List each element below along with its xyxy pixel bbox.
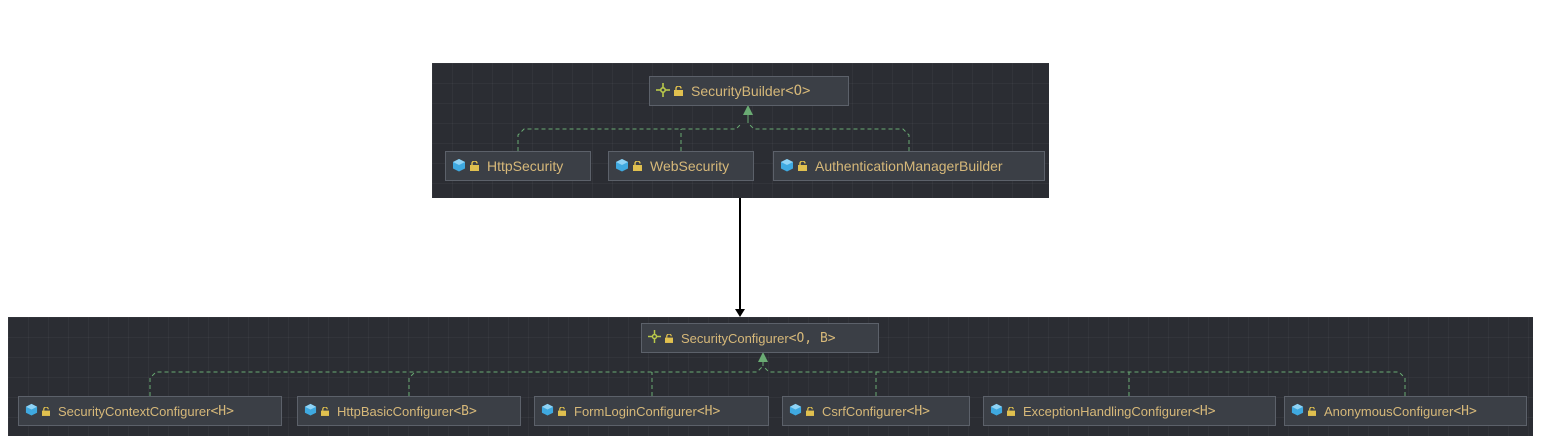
node-label: CsrfConfigurer [822, 403, 907, 419]
http-security-node[interactable]: HttpSecurity [445, 151, 591, 181]
class-icon [452, 158, 466, 175]
lock-icon [558, 404, 566, 419]
lock-icon [674, 83, 683, 99]
node-generic: <H> [906, 403, 931, 419]
node-generic: <H> [696, 403, 721, 419]
exception-handling-configurer-node[interactable]: ExceptionHandlingConfigurer<H> [983, 396, 1276, 426]
class-icon [304, 403, 317, 419]
lock-icon [1308, 404, 1316, 419]
node-generic: <H> [1453, 403, 1477, 419]
form-login-configurer-node[interactable]: FormLoginConfigurer<H> [534, 396, 769, 426]
node-label: HttpBasicConfigurer [337, 403, 454, 419]
node-generic: <H> [1192, 403, 1216, 419]
class-icon [990, 403, 1003, 419]
security-builder-diagram: SecurityBuilder<O> HttpSecurity WebSecur… [432, 63, 1049, 198]
csrf-configurer-node[interactable]: CsrfConfigurer<H> [782, 396, 970, 426]
node-label: AuthenticationManagerBuilder [815, 158, 1003, 174]
lock-icon [1007, 404, 1015, 419]
node-label: FormLoginConfigurer [574, 403, 697, 419]
node-label: HttpSecurity [487, 158, 564, 174]
lock-icon [806, 404, 814, 419]
node-generic: <B> [453, 403, 477, 419]
security-configurer-diagram: SecurityConfigurer<O, B> SecurityContext… [8, 317, 1533, 436]
node-label: SecurityBuilder [691, 83, 786, 99]
web-security-node[interactable]: WebSecurity [608, 151, 754, 181]
node-generic: <H> [210, 403, 234, 419]
node-label: SecurityContextConfigurer [58, 403, 211, 419]
node-label: ExceptionHandlingConfigurer [1023, 403, 1193, 419]
class-icon [780, 158, 794, 175]
interface-icon [648, 330, 661, 346]
node-label: WebSecurity [650, 158, 730, 174]
inheritance-edges [149, 352, 1406, 396]
node-label: SecurityConfigurer [681, 330, 789, 346]
lock-icon [470, 158, 479, 174]
class-icon [615, 158, 629, 175]
lock-icon [633, 158, 642, 174]
lock-icon [665, 331, 673, 346]
class-icon [789, 403, 802, 419]
node-generic: <O, B> [788, 330, 836, 346]
class-icon [25, 403, 38, 419]
lock-icon [798, 158, 807, 174]
security-context-configurer-node[interactable]: SecurityContextConfigurer<H> [18, 396, 282, 426]
class-icon [1291, 403, 1304, 419]
lock-icon [321, 404, 329, 419]
http-basic-configurer-node[interactable]: HttpBasicConfigurer<B> [297, 396, 521, 426]
node-generic: <O> [785, 83, 811, 99]
authentication-manager-builder-node[interactable]: AuthenticationManagerBuilder [773, 151, 1045, 181]
class-icon [541, 403, 554, 419]
security-builder-node[interactable]: SecurityBuilder<O> [649, 76, 849, 106]
node-label: AnonymousConfigurer [1324, 403, 1454, 419]
interface-icon [656, 82, 670, 100]
inheritance-edges [517, 105, 910, 151]
security-configurer-node[interactable]: SecurityConfigurer<O, B> [641, 323, 879, 353]
anonymous-configurer-node[interactable]: AnonymousConfigurer<H> [1284, 396, 1527, 426]
lock-icon [42, 404, 50, 419]
